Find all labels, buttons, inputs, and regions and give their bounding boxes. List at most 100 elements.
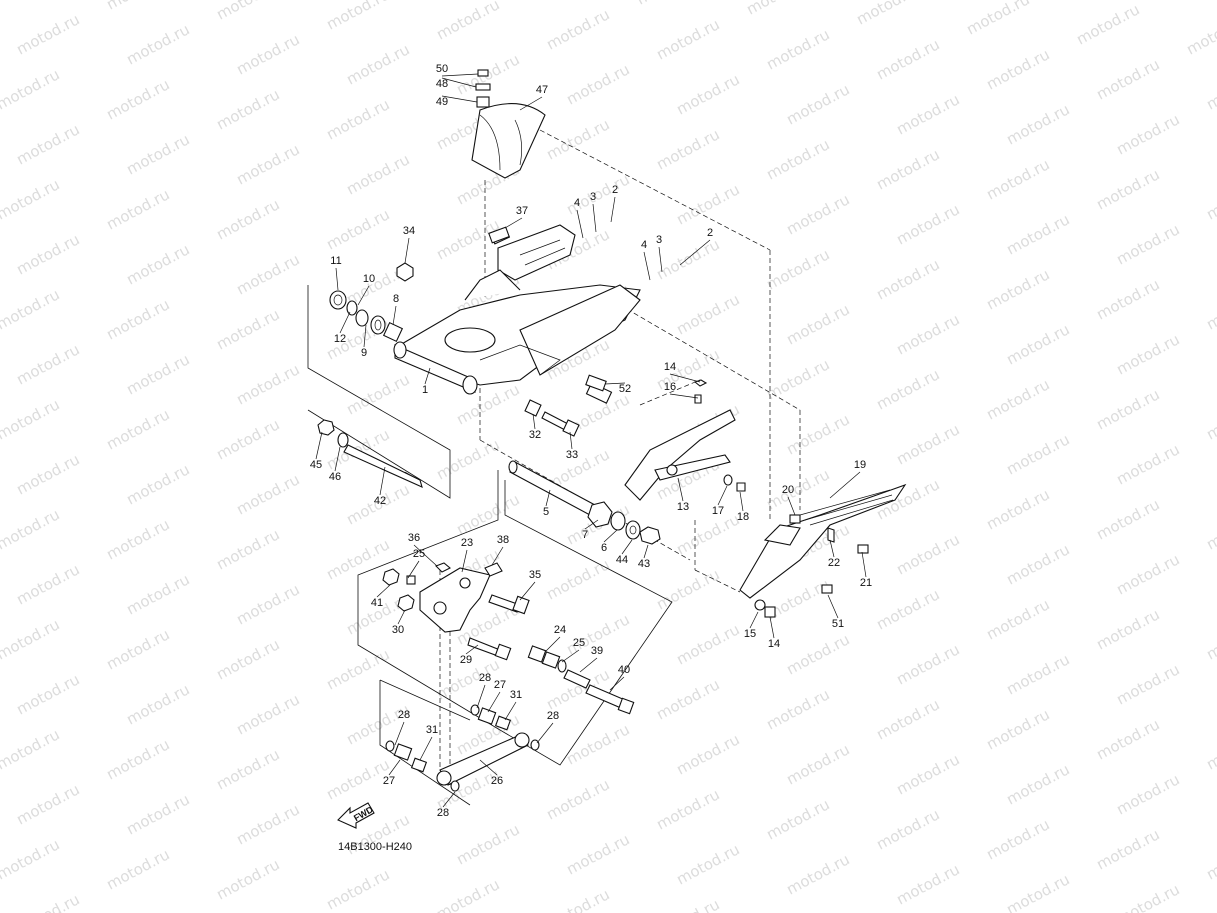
swingarm-1	[393, 269, 641, 404]
watermark: motod.ru	[1203, 65, 1217, 113]
watermark: motod.ru	[13, 560, 82, 608]
callout-number: 50	[436, 63, 448, 75]
watermark: motod.ru	[893, 310, 962, 358]
leader-line	[544, 636, 561, 653]
watermark: motod.ru	[123, 680, 192, 728]
leader-line	[479, 759, 498, 776]
callout-number: 30	[392, 624, 404, 636]
callout-number: 28	[479, 672, 491, 684]
leader-line	[519, 96, 543, 111]
callout-number: 8	[393, 293, 399, 305]
watermark: motod.ru	[983, 485, 1052, 533]
callout-number: 14	[768, 638, 780, 650]
watermark: motod.ru	[1093, 275, 1162, 323]
callout-number: 17	[712, 505, 724, 517]
leader-line	[679, 239, 711, 266]
watermark: motod.ru	[1003, 210, 1072, 258]
watermark: motod.ru	[783, 300, 852, 348]
callout-number: 41	[371, 597, 383, 609]
leader-line	[609, 676, 625, 691]
callout-number: 29	[460, 654, 472, 666]
callout-number: 28	[398, 709, 410, 721]
watermark: motod.ru	[673, 510, 742, 558]
leader-line	[658, 246, 663, 273]
leader-line	[335, 267, 339, 291]
watermark: motod.ru	[433, 435, 502, 483]
watermark: motod.ru	[1093, 825, 1162, 873]
watermark: motod.ru	[1073, 0, 1142, 48]
leader-line	[491, 546, 504, 566]
watermark: motod.ru	[213, 85, 282, 133]
callout-number: 14	[664, 361, 676, 373]
watermark: motod.ru	[13, 890, 82, 913]
watermark: motod.ru	[543, 555, 612, 603]
leader-line	[829, 539, 835, 558]
watermark: motod.ru	[103, 515, 172, 563]
watermark: motod.ru	[873, 145, 942, 193]
watermark: motod.ru	[13, 670, 82, 718]
callout-number: 37	[516, 205, 528, 217]
leader-line	[441, 95, 478, 103]
watermark: motod.ru	[1003, 870, 1072, 913]
watermark: motod.ru	[1093, 495, 1162, 543]
leader-line	[787, 496, 796, 516]
watermark: motod.ru	[233, 690, 302, 738]
watermark: motod.ru	[233, 250, 302, 298]
callout-number: 16	[664, 381, 676, 393]
watermark: motod.ru	[1203, 835, 1217, 883]
leader-line	[504, 217, 523, 229]
leader-line	[441, 77, 477, 88]
watermark: motod.ru	[1203, 285, 1217, 333]
fwd-label: FWD	[352, 804, 375, 823]
watermark: motod.ru	[763, 465, 832, 513]
watermark: motod.ru	[653, 565, 722, 613]
watermark: motod.ru	[873, 35, 942, 83]
callout-number: 25	[573, 637, 585, 649]
watermark: motod.ru	[783, 850, 852, 898]
leader-line	[441, 73, 479, 77]
leader-line	[536, 722, 554, 744]
callout-number: 33	[566, 449, 578, 461]
watermark: motod.ru	[453, 490, 522, 538]
watermark: motod.ru	[1003, 430, 1072, 478]
watermark: motod.ru	[123, 240, 192, 288]
watermark: motod.ru	[543, 885, 612, 913]
callout-number: 52	[619, 383, 631, 395]
watermark: motod.ru	[1003, 540, 1072, 588]
watermark: motod.ru	[653, 675, 722, 723]
leader-line	[363, 324, 367, 348]
leader-line	[413, 544, 438, 567]
leader-line	[379, 466, 386, 496]
watermark: motod.ru	[123, 350, 192, 398]
callout-number: 4	[574, 197, 580, 209]
callout-number: 49	[436, 96, 448, 108]
callout-number: 26	[491, 775, 503, 787]
watermark: motod.ru	[673, 290, 742, 338]
watermark: motod.ru	[0, 65, 63, 113]
watermark: motod.ru	[0, 395, 63, 443]
watermark: motod.ru	[103, 735, 172, 783]
watermark: motod.ru	[103, 625, 172, 673]
watermark: motod.ru	[563, 170, 632, 218]
watermark: motod.ru	[233, 140, 302, 188]
callout-number: 20	[782, 484, 794, 496]
leader-line	[545, 489, 551, 507]
leader-line	[424, 367, 431, 385]
callout-number: 4	[641, 239, 647, 251]
callout-number: 2	[707, 227, 713, 239]
watermark: motod.ru	[853, 0, 922, 29]
axle-5	[508, 460, 661, 545]
watermark: motod.ru	[233, 30, 302, 78]
callout-number: 31	[510, 689, 522, 701]
watermark: motod.ru	[673, 840, 742, 888]
callout-number: 27	[494, 679, 506, 691]
watermark: motod.ru	[233, 360, 302, 408]
watermark: motod.ru	[783, 410, 852, 458]
leader-line	[561, 649, 580, 663]
leader-line	[339, 311, 351, 334]
callout-number: 22	[828, 557, 840, 569]
callout-number: 45	[310, 459, 322, 471]
watermark: motod.ru	[763, 795, 832, 843]
drawing-code: 14B1300-H240	[338, 841, 412, 853]
